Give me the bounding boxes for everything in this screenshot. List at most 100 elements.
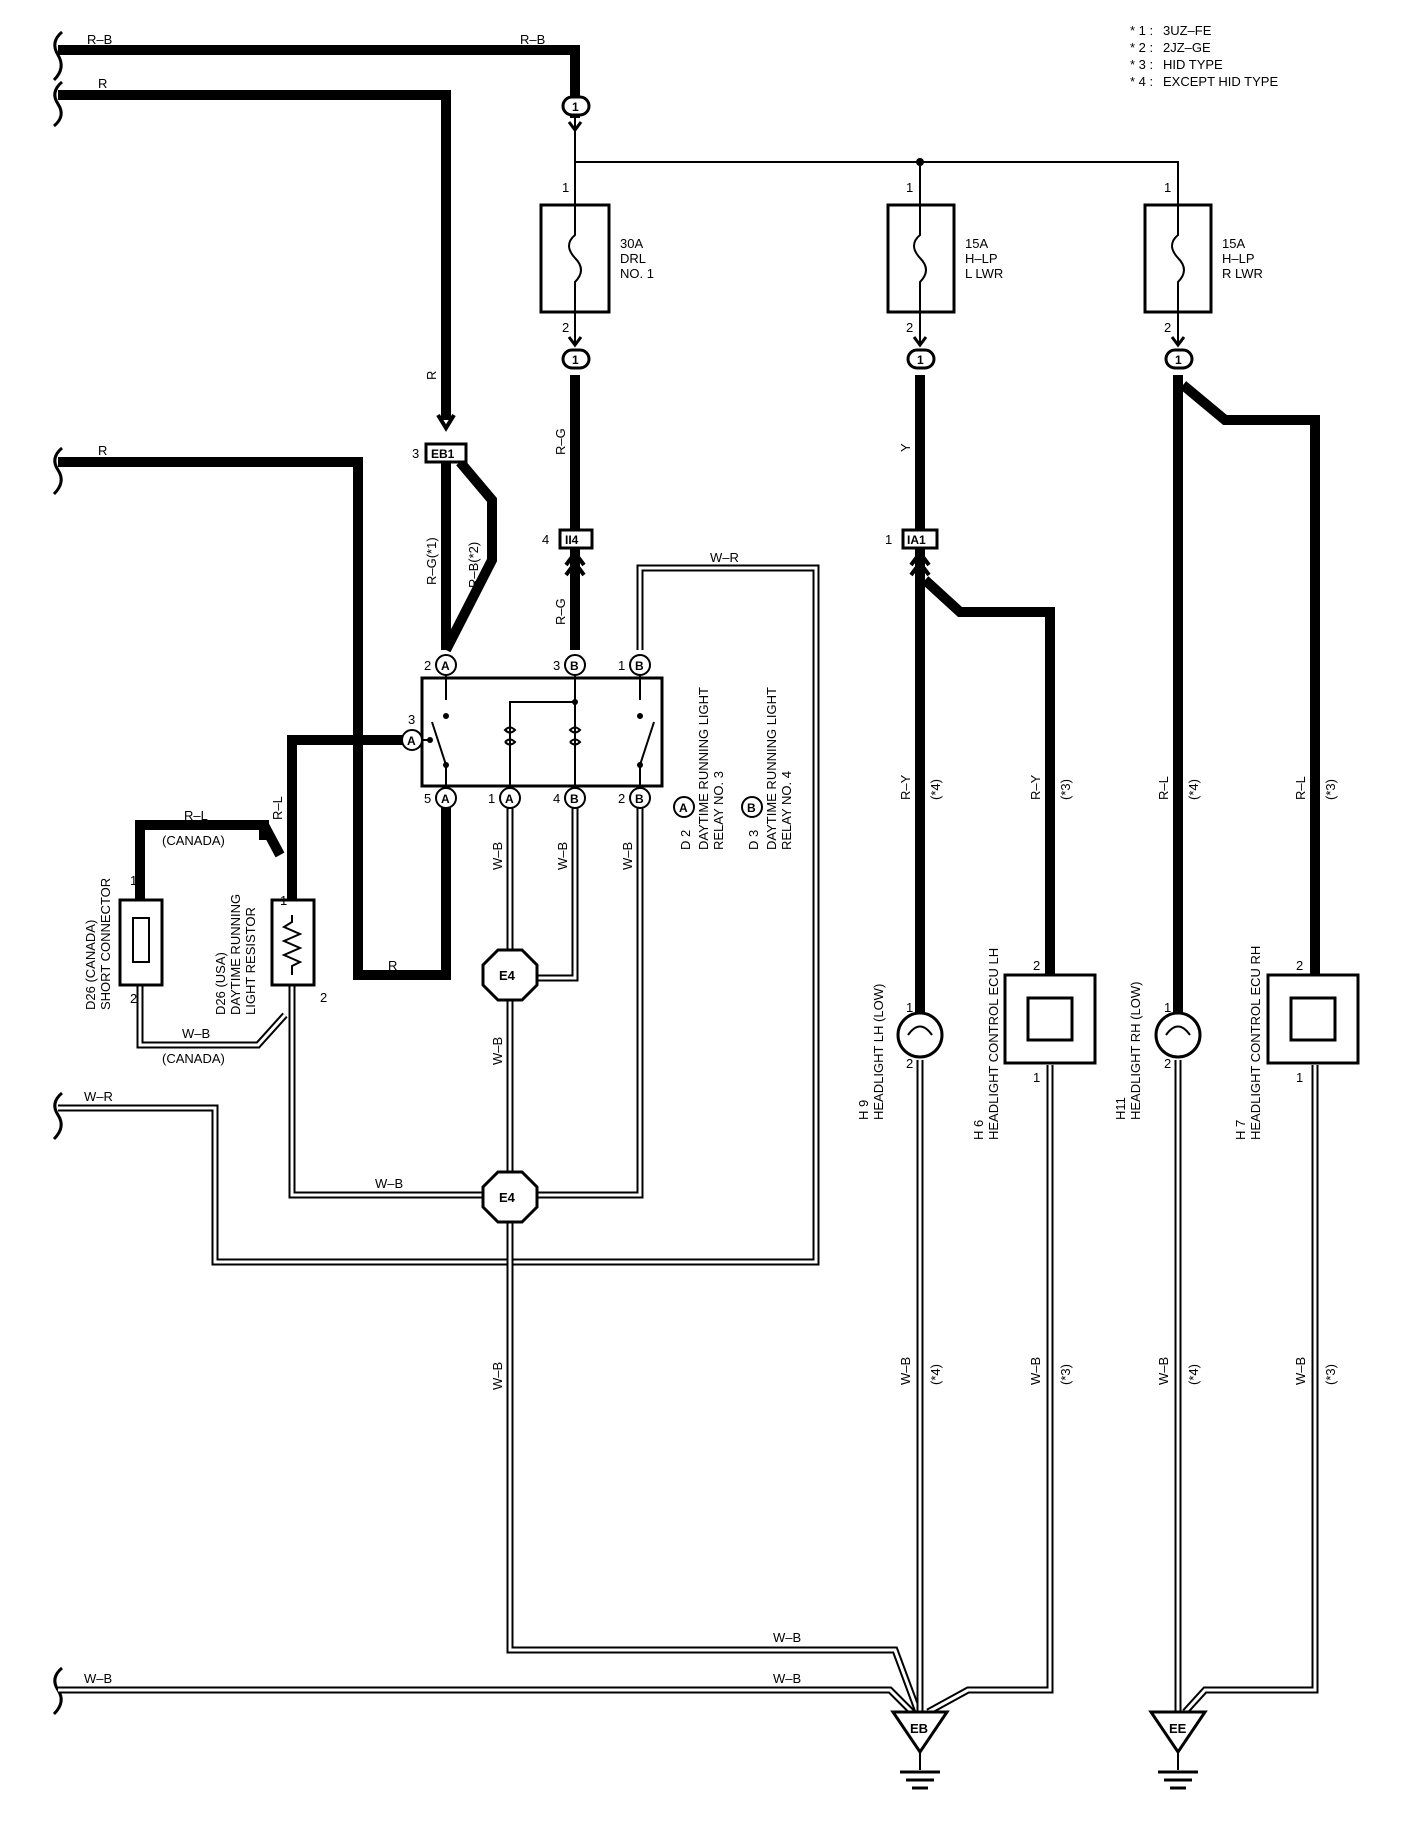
svg-text:1: 1 (906, 1000, 913, 1015)
svg-text:(*3): (*3) (1058, 779, 1073, 800)
fuse3-out-pin: 1 (1175, 353, 1182, 367)
svg-text:R–B: R–B (520, 32, 545, 47)
svg-text:A: A (679, 801, 688, 815)
svg-text:3: 3 (553, 658, 560, 673)
svg-text:SHORT CONNECTOR: SHORT CONNECTOR (98, 878, 113, 1010)
double-wires (58, 564, 1319, 1716)
svg-text:A: A (505, 792, 514, 806)
svg-text:2: 2 (906, 320, 913, 335)
e4-lower-label: E4 (499, 1190, 516, 1205)
drl-relays: A 2 B 3 B 1 A 3 A 5 A 1 B 4 B 2 D 2 DAYT… (401, 654, 794, 850)
legend-4-value: EXCEPT HID TYPE (1163, 74, 1278, 89)
d26-daytime-running-light-resistor: 1 2 D26 (USA) DAYTIME RUNNING LIGHT RESI… (213, 893, 327, 1015)
svg-text:1: 1 (1033, 1070, 1040, 1085)
svg-text:2: 2 (320, 990, 327, 1005)
svg-text:W–R: W–R (84, 1089, 113, 1104)
fuse-30a-drl: 1 2 30A DRL NO. 1 (539, 180, 654, 335)
svg-text:R LWR: R LWR (1222, 266, 1263, 281)
svg-text:W–B: W–B (898, 1357, 913, 1385)
legend-1-key: * 1 : (1130, 23, 1153, 38)
svg-text:(CANADA): (CANADA) (162, 1051, 225, 1066)
svg-text:B: B (635, 792, 644, 806)
legend-4-key: * 4 : (1130, 74, 1153, 89)
svg-text:W–B: W–B (1028, 1357, 1043, 1385)
svg-text:W–B: W–B (773, 1671, 801, 1686)
connector-markers: 1 1 1 1 EB1 3 II4 4 IA1 1 E4 E4 (412, 95, 1194, 1224)
svg-text:R: R (424, 371, 439, 380)
svg-text:1: 1 (562, 180, 569, 195)
svg-text:2: 2 (906, 1056, 913, 1071)
svg-text:1: 1 (130, 873, 137, 888)
svg-text:1: 1 (280, 893, 287, 908)
svg-text:A: A (441, 792, 450, 806)
e4-upper-label: E4 (499, 968, 516, 983)
svg-text:D 3: D 3 (746, 830, 761, 850)
svg-text:A: A (407, 734, 416, 748)
svg-text:R–G: R–G (553, 598, 568, 625)
svg-text:W–B: W–B (375, 1176, 403, 1191)
svg-text:(*4): (*4) (928, 779, 943, 800)
svg-text:(*3): (*3) (1058, 1364, 1073, 1385)
svg-text:R–L: R–L (270, 796, 285, 820)
svg-text:W–B: W–B (490, 1362, 505, 1390)
svg-text:3: 3 (408, 712, 415, 727)
svg-text:B: B (635, 659, 644, 673)
eb1-pin: 3 (412, 446, 419, 461)
svg-text:HEADLIGHT LH (LOW): HEADLIGHT LH (LOW) (871, 984, 886, 1120)
svg-text:2: 2 (424, 658, 431, 673)
svg-text:(CANADA): (CANADA) (162, 833, 225, 848)
svg-text:R: R (98, 443, 107, 458)
svg-text:L LWR: L LWR (965, 266, 1003, 281)
eb1-connector: EB1 (431, 447, 455, 461)
svg-text:EB: EB (910, 1721, 928, 1736)
headlight-control-ecu-lh: 2 1 H 6 HEADLIGHT CONTROL ECU LH (971, 948, 1097, 1140)
svg-text:W–B: W–B (84, 1671, 112, 1686)
svg-text:R–Y: R–Y (1028, 774, 1043, 800)
svg-text:1: 1 (1164, 180, 1171, 195)
svg-text:D26 (USA): D26 (USA) (213, 952, 228, 1015)
svg-text:2: 2 (562, 320, 569, 335)
svg-text:4: 4 (553, 791, 560, 806)
svg-text:B: B (747, 801, 756, 815)
svg-text:DAYTIME RUNNING LIGHT: DAYTIME RUNNING LIGHT (696, 687, 711, 850)
svg-text:HEADLIGHT CONTROL ECU LH: HEADLIGHT CONTROL ECU LH (986, 948, 1001, 1140)
svg-text:R–G: R–G (553, 428, 568, 455)
top-connector-pin: 1 (572, 100, 579, 114)
svg-text:1: 1 (618, 658, 625, 673)
svg-text:H 7: H 7 (1233, 1120, 1248, 1140)
svg-text:HEADLIGHT RH (LOW): HEADLIGHT RH (LOW) (1128, 982, 1143, 1120)
svg-text:(*4): (*4) (1186, 1364, 1201, 1385)
svg-text:W–B: W–B (1293, 1357, 1308, 1385)
svg-text:(*3): (*3) (1323, 779, 1338, 800)
fuse-15a-hlp-l-lwr: 1 2 15A H–LP L LWR (886, 180, 1003, 335)
ii4-pin: 4 (542, 532, 549, 547)
svg-text:1: 1 (906, 180, 913, 195)
svg-text:LIGHT RESISTOR: LIGHT RESISTOR (243, 907, 258, 1015)
svg-text:15A: 15A (965, 236, 988, 251)
legend-2-value: 2JZ–GE (1163, 40, 1211, 55)
svg-text:DAYTIME RUNNING: DAYTIME RUNNING (228, 894, 243, 1015)
svg-text:W–R: W–R (710, 550, 739, 565)
legend-1-value: 3UZ–FE (1163, 23, 1212, 38)
svg-text:B: B (570, 792, 579, 806)
svg-text:NO. 1: NO. 1 (620, 266, 654, 281)
svg-text:A: A (441, 659, 450, 673)
svg-text:D 2: D 2 (678, 830, 693, 850)
svg-text:2: 2 (130, 991, 137, 1006)
legend-3-value: HID TYPE (1163, 57, 1223, 72)
thick-wires (58, 45, 1320, 1015)
legend-3-key: * 3 : (1130, 57, 1153, 72)
svg-text:W–B: W–B (620, 842, 635, 870)
power-bus (574, 118, 1179, 345)
svg-text:2: 2 (1164, 1056, 1171, 1071)
ia1-pin: 1 (885, 532, 892, 547)
wire-labels: R–B R–B R R R R R–G(*1) R–B(*2) R–G R–G … (84, 32, 1338, 1686)
ground-eb: EB (890, 1710, 950, 1790)
svg-text:H–LP: H–LP (1222, 251, 1255, 266)
svg-text:(*4): (*4) (1186, 779, 1201, 800)
legend: * 1 : 3UZ–FE * 2 : 2JZ–GE * 3 : HID TYPE… (1130, 23, 1278, 89)
svg-text:W–B: W–B (1156, 1357, 1171, 1385)
svg-text:2: 2 (618, 791, 625, 806)
wire-break-marks (52, 30, 64, 1716)
svg-text:R–B(*2): R–B(*2) (466, 542, 481, 588)
